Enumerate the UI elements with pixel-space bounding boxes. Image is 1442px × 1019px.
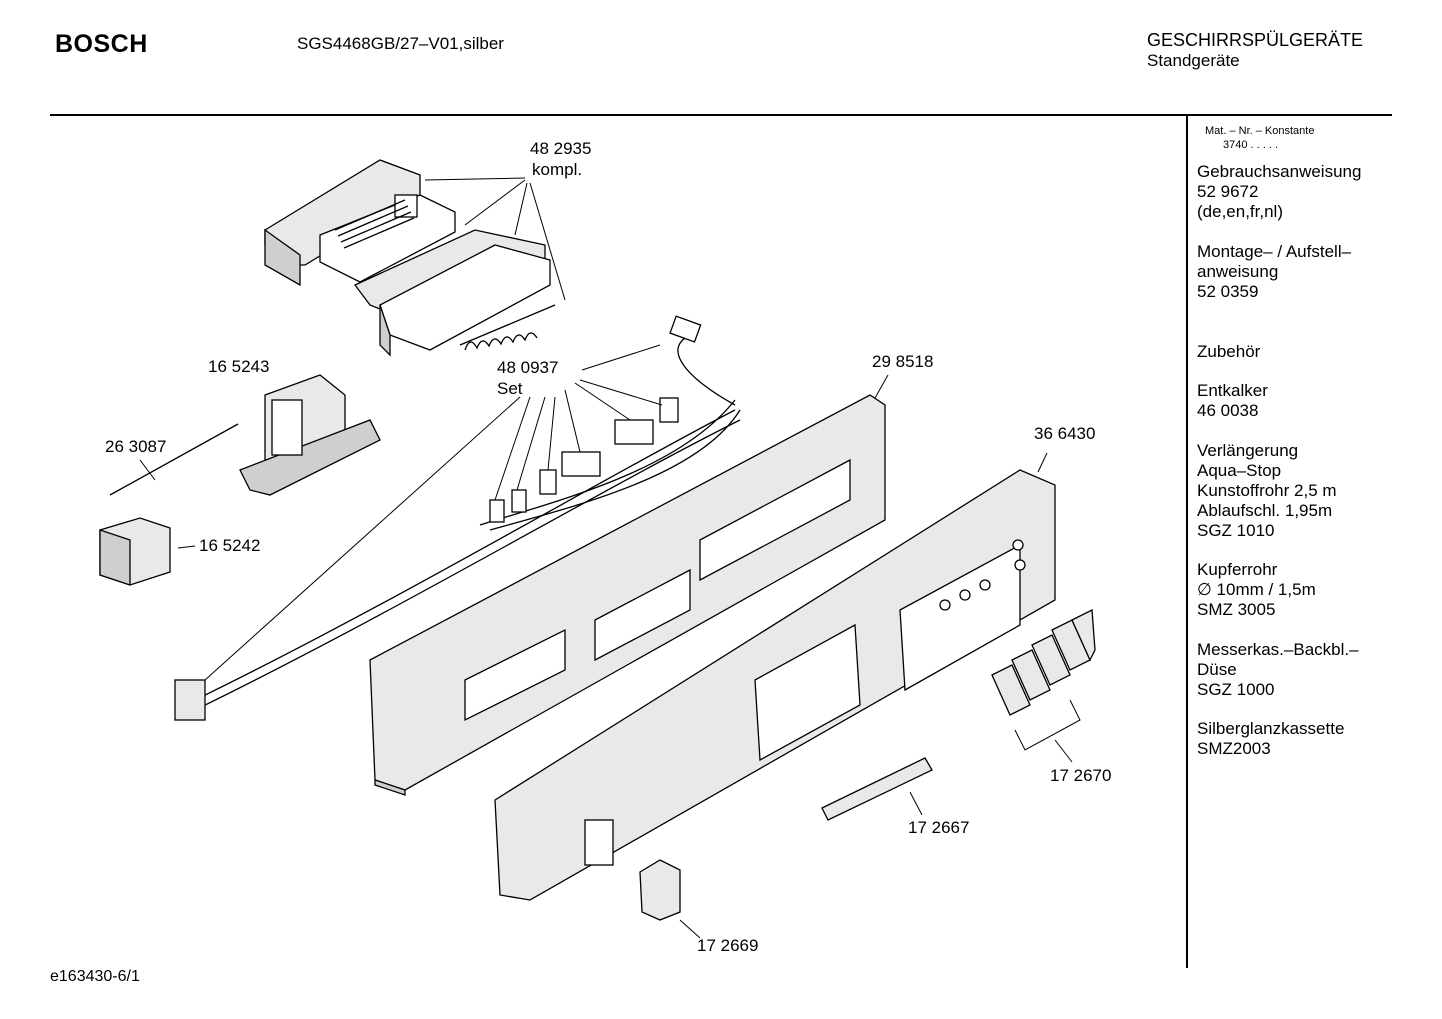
- button-set-drawing: [991, 608, 1096, 763]
- document-code: e163430-6/1: [50, 968, 140, 985]
- sidebar-item: Zubehör: [1197, 342, 1261, 361]
- part-label-298518: 29 8518: [872, 352, 934, 371]
- front-panel-drawing: [494, 452, 1056, 901]
- inner-panel-drawing: [369, 374, 889, 796]
- part-note-482935: kompl.: [532, 160, 583, 179]
- sidebar-item: (de,en,fr,nl): [1197, 202, 1283, 221]
- part-label-165243: 16 5243: [208, 357, 270, 376]
- sidebar-item: SMZ2003: [1197, 739, 1271, 758]
- material-number-header: Mat. – Nr. – Konstante 3740 . . . . .: [1205, 124, 1314, 152]
- part-label-172670: 17 2670: [1050, 766, 1112, 785]
- control-module-drawing: [264, 159, 556, 357]
- model-number: SGS4468GB/27–V01,silber: [297, 34, 504, 53]
- sidebar-item: SMZ 3005: [1197, 600, 1276, 619]
- sidebar-item: 52 9672: [1197, 182, 1259, 201]
- exploded-parts-diagram: [99, 159, 1096, 939]
- sidebar-item: Silberglanzkassette: [1197, 719, 1345, 738]
- part-label-165242: 16 5242: [199, 536, 261, 555]
- relay-bracket-drawing: [239, 374, 381, 496]
- part-note-480937: Set: [497, 379, 523, 398]
- sidebar-item: Ablaufschl. 1,95m: [1197, 501, 1333, 520]
- part-label-172667: 17 2667: [908, 818, 970, 837]
- sidebar-item: Aqua–Stop: [1197, 461, 1282, 480]
- category-subtitle: Standgeräte: [1147, 51, 1240, 70]
- sidebar-item: Verlängerung: [1197, 441, 1299, 460]
- part-label-263087: 26 3087: [105, 437, 167, 456]
- rod-drawing: [109, 423, 239, 496]
- sidebar-item: 46 0038: [1197, 401, 1259, 420]
- part-label-172669: 17 2669: [697, 936, 759, 955]
- sidebar-item: Kunstoffrohr 2,5 m: [1197, 481, 1337, 500]
- part-label-366430: 36 6430: [1034, 424, 1096, 443]
- leader-480937: [204, 344, 663, 681]
- strip-drawing: [821, 757, 933, 821]
- part-label-482935: 48 2935: [530, 139, 592, 158]
- leader-482935: [424, 177, 566, 301]
- sidebar-item: ∅ 10mm / 1,5m: [1197, 580, 1316, 599]
- sidebar-item: Gebrauchsanweisung: [1197, 162, 1362, 181]
- category-title: GESCHIRRSPÜLGERÄTE: [1147, 30, 1364, 50]
- part-label-480937: 48 0937: [497, 358, 559, 377]
- sidebar-item: Düse: [1197, 660, 1237, 679]
- sidebar-divider: [1186, 116, 1188, 968]
- sidebar-item: SGZ 1010: [1197, 521, 1275, 540]
- material-label: Mat. – Nr. – Konstante: [1205, 125, 1315, 137]
- brand-logo: BOSCH: [55, 30, 148, 58]
- switch-drawing: [99, 517, 196, 586]
- sidebar-item: anweisung: [1197, 262, 1279, 281]
- sidebar-item: Montage– / Aufstell–: [1197, 242, 1352, 261]
- sidebar-item: Messerkas.–Backbl.–: [1197, 640, 1359, 659]
- header-divider: [50, 114, 1392, 116]
- sidebar-item: Kupferrohr: [1197, 560, 1278, 579]
- material-value: 3740 . . . . .: [1223, 139, 1279, 151]
- sidebar-item: SGZ 1000: [1197, 680, 1275, 699]
- knob-drawing: [639, 859, 701, 939]
- wiring-harness-drawing: [174, 315, 741, 721]
- sidebar-item: Entkalker: [1197, 381, 1268, 400]
- sidebar-item: 52 0359: [1197, 282, 1259, 301]
